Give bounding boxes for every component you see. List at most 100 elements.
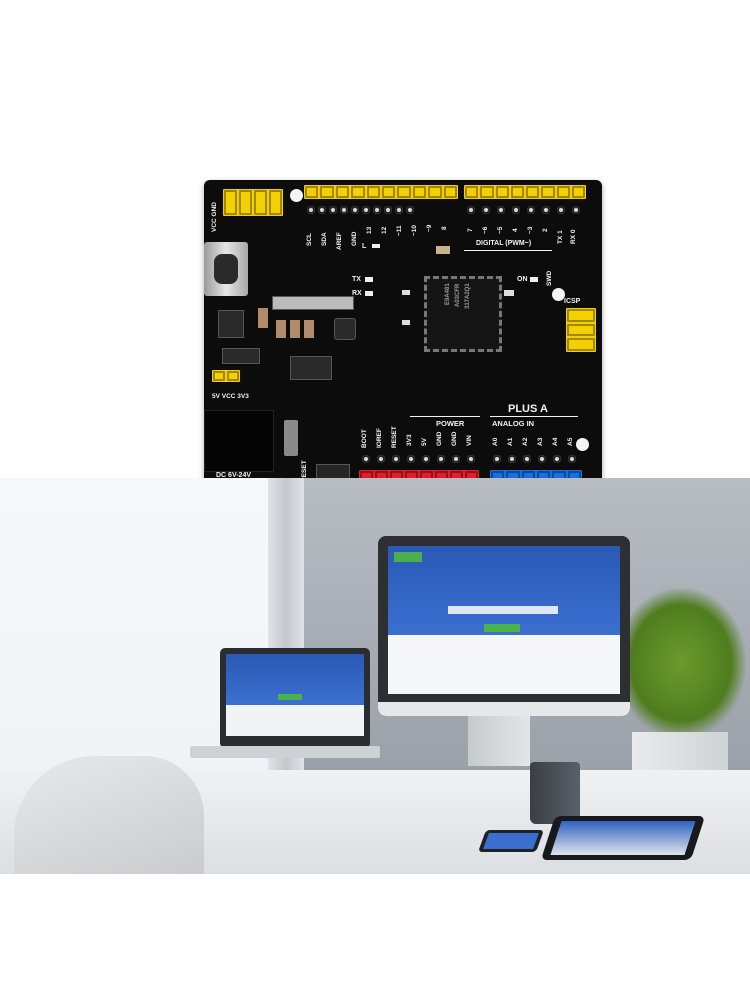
pin-label: AREF bbox=[336, 232, 343, 250]
pin-label: ~6 bbox=[482, 226, 489, 234]
pin-label: 2 bbox=[542, 228, 549, 232]
mounting-hole bbox=[552, 288, 565, 301]
vcc-gnd-header bbox=[223, 189, 283, 216]
laptop bbox=[220, 648, 370, 748]
monitor-stand bbox=[468, 716, 530, 766]
monitor bbox=[378, 536, 630, 716]
crystal bbox=[436, 246, 450, 254]
microcontroller-chip: E9A481 A03CFR 317A2Q1 bbox=[424, 276, 502, 352]
chip-marking: 317A2Q1 bbox=[465, 283, 471, 309]
laptop-screen bbox=[226, 654, 364, 736]
rx-led bbox=[365, 291, 373, 296]
component bbox=[290, 320, 300, 338]
tx-label: TX bbox=[352, 276, 361, 283]
pin-label: ~10 bbox=[411, 224, 418, 236]
analog-pin-label: A2 bbox=[522, 437, 529, 446]
tablet-screen bbox=[550, 821, 696, 855]
power-pin-label: RESET bbox=[391, 426, 398, 448]
pin-label: SDA bbox=[321, 232, 328, 246]
pin-label: 4 bbox=[512, 228, 519, 232]
power-pin-label: BOOT bbox=[361, 429, 368, 448]
component bbox=[290, 356, 332, 380]
analog-label: ANALOG IN bbox=[492, 419, 535, 428]
component bbox=[258, 308, 268, 328]
phone bbox=[477, 830, 545, 852]
mounting-hole bbox=[290, 189, 303, 202]
power-pin-label: 5V bbox=[421, 438, 428, 446]
led bbox=[372, 244, 380, 248]
power-select-label: 5V VCC 3V3 bbox=[212, 393, 249, 400]
on-label: ON bbox=[517, 276, 528, 283]
tx-led bbox=[365, 277, 373, 282]
chip-marking: A03CFR bbox=[455, 283, 461, 307]
power-label: POWER bbox=[436, 419, 465, 428]
pin-label: GND bbox=[351, 231, 358, 246]
component bbox=[402, 290, 410, 295]
pin-label: ~3 bbox=[527, 226, 534, 234]
analog-pins bbox=[493, 455, 576, 463]
analog-pin-label: A0 bbox=[492, 437, 499, 446]
pin-label: SCL bbox=[306, 233, 313, 246]
pin-label: ~11 bbox=[396, 225, 403, 236]
screen-button bbox=[278, 694, 302, 700]
power-pin-label: IOREF bbox=[376, 428, 383, 448]
screen-logo bbox=[394, 552, 422, 562]
tablet bbox=[540, 816, 706, 860]
silk-line bbox=[410, 416, 480, 417]
pin-label: 13 bbox=[366, 226, 373, 234]
power-pin-label: VIN bbox=[466, 435, 473, 446]
monitor-screen bbox=[388, 546, 620, 694]
digital-pins-left bbox=[307, 206, 414, 214]
digital-header-left bbox=[304, 185, 458, 199]
pin-label: ~5 bbox=[497, 226, 504, 234]
screen-button bbox=[484, 624, 520, 632]
power-pin-label: GND bbox=[436, 431, 443, 446]
pin-label: RX 0 bbox=[570, 229, 577, 244]
component bbox=[276, 320, 286, 338]
component bbox=[304, 320, 314, 338]
analog-pin-label: A5 bbox=[567, 437, 574, 446]
on-led bbox=[530, 277, 538, 282]
monitor-chin bbox=[378, 702, 630, 716]
swd-label: SWD bbox=[546, 270, 553, 286]
component bbox=[272, 296, 354, 310]
pin-label: 12 bbox=[381, 226, 388, 234]
screen-banner bbox=[448, 606, 558, 614]
brand-label: PLUS A bbox=[508, 403, 548, 415]
analog-pin-label: A1 bbox=[507, 437, 514, 446]
chair bbox=[14, 756, 204, 874]
pin-label: TX 1 bbox=[557, 230, 564, 244]
pin-label: 8 bbox=[441, 226, 448, 230]
rx-label: RX bbox=[352, 290, 362, 297]
mug bbox=[530, 762, 580, 824]
silk-line bbox=[464, 250, 552, 251]
pin-label: ~9 bbox=[426, 224, 433, 232]
icsp-header bbox=[566, 308, 596, 352]
pin-label: 7 bbox=[467, 228, 474, 232]
digital-header-right bbox=[464, 185, 586, 199]
office-desk-photo bbox=[0, 478, 750, 874]
power-pin-label: GND bbox=[451, 431, 458, 446]
l-label: L bbox=[362, 243, 367, 250]
component bbox=[222, 348, 260, 364]
silk-line bbox=[490, 416, 578, 417]
dc-jack bbox=[204, 410, 274, 472]
power-select-jumper[interactable] bbox=[212, 370, 240, 382]
icsp-label: ICSP bbox=[564, 298, 581, 305]
inductor bbox=[334, 318, 356, 340]
reset-button[interactable] bbox=[284, 420, 298, 456]
laptop-base bbox=[190, 746, 380, 758]
digital-label: DIGITAL (PWM~) bbox=[476, 240, 532, 247]
power-pin-label: 3V3 bbox=[406, 434, 413, 446]
power-pins bbox=[362, 455, 475, 463]
vcc-gnd-label: VCC GND bbox=[211, 202, 218, 232]
component bbox=[402, 320, 410, 325]
plant bbox=[616, 588, 746, 738]
usb-c-port bbox=[204, 242, 248, 296]
component bbox=[504, 290, 514, 296]
analog-pin-label: A4 bbox=[552, 437, 559, 446]
digital-pins-right bbox=[467, 206, 580, 214]
regulator bbox=[218, 310, 244, 338]
dc-label: DC 6V-24V bbox=[216, 472, 252, 479]
microcontroller-board: VCC GND SCL SDA AREF GND 13 12 ~11 ~10 ~… bbox=[204, 180, 602, 488]
